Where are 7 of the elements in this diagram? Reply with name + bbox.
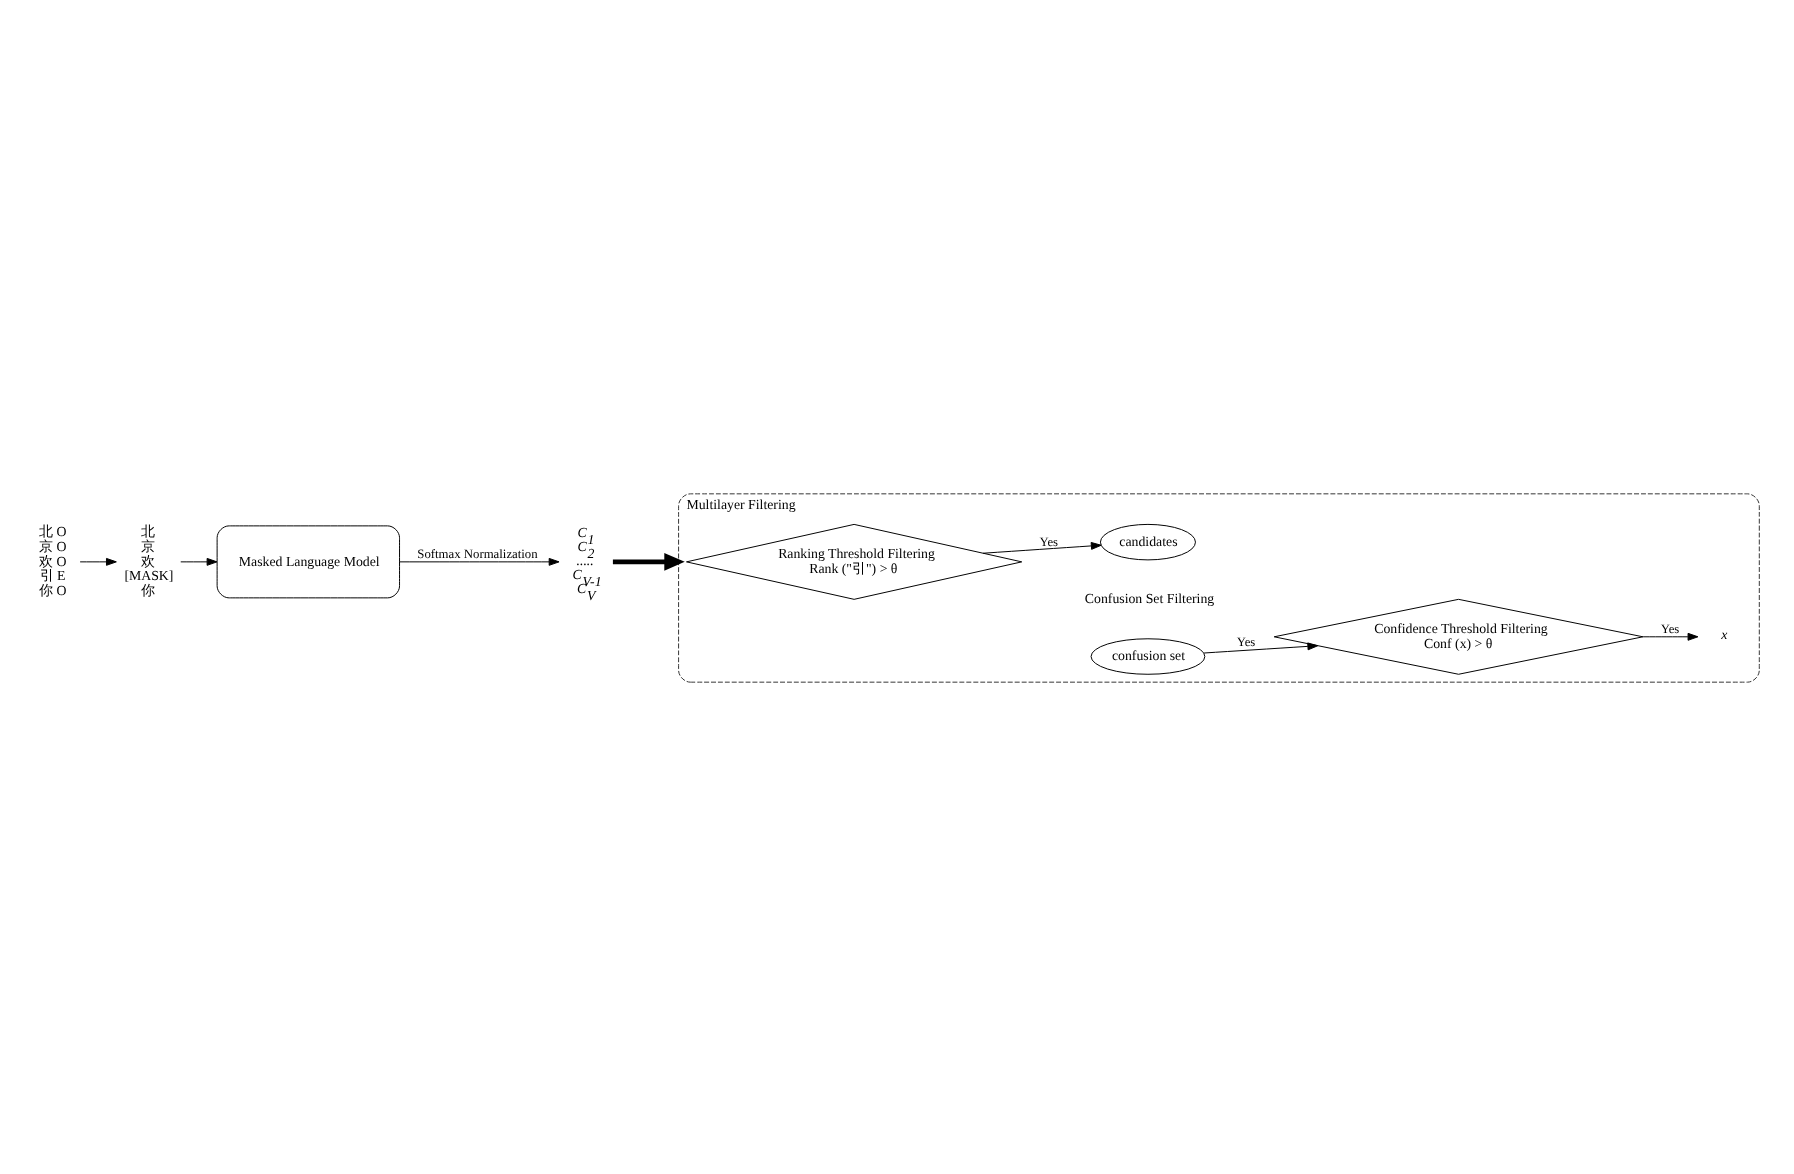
arrow [982, 540, 1102, 553]
arrow [79, 556, 117, 565]
arrow [1203, 641, 1319, 653]
arrow [612, 551, 685, 570]
arrow [180, 556, 218, 565]
arrow [1642, 631, 1699, 640]
arrow [399, 556, 560, 565]
